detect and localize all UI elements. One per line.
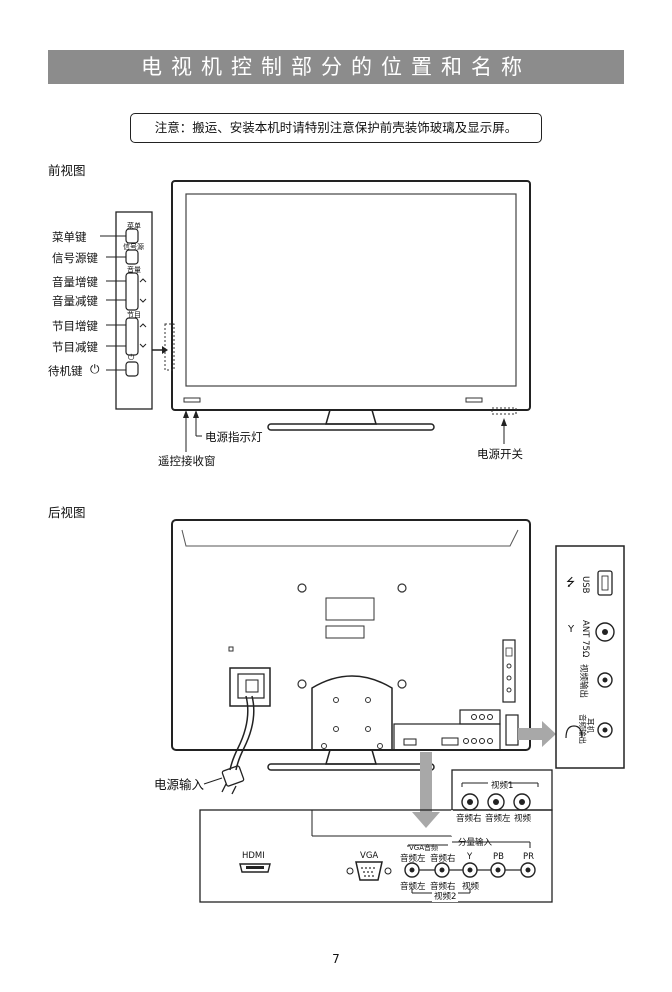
bottom-video-label: 视频: [462, 882, 480, 892]
y-label: Y: [467, 852, 473, 862]
pr-label: PR: [523, 852, 535, 862]
key-menu-label: 菜单键: [52, 230, 87, 244]
key-vol-up-label: 音量增键: [52, 275, 98, 289]
antenna-icon: Y: [568, 624, 575, 635]
component-group-label: 分量输入: [458, 838, 493, 848]
panel-label-program: 节目: [127, 311, 141, 319]
key-ch-up-label: 节目增键: [52, 319, 98, 333]
bottom-audio-l-label: 音频左: [400, 882, 426, 892]
top-audio-l-label: 音频左: [400, 854, 426, 864]
front-view-label: 前视图: [48, 163, 86, 178]
video1-video-label: 视频: [514, 814, 532, 824]
video1-group-label: 视频1: [491, 781, 514, 791]
power-switch-label: 电源开关: [477, 447, 523, 461]
page-title: 电视机控制部分的位置和名称: [48, 50, 624, 84]
audio-out-label: 音频输出: [578, 714, 587, 744]
pb-label: PB: [493, 852, 504, 862]
bottom-audio-r-label: 音频右: [430, 882, 456, 892]
video-out-label: 视频输出: [578, 664, 588, 699]
panel-power-icon: ⏻: [128, 353, 135, 362]
power-indicator-label: 电源指示灯: [205, 430, 263, 444]
key-vol-down-label: 音量减键: [52, 294, 98, 308]
top-audio-r-label: 音频右: [430, 854, 456, 864]
key-source-label: 信号源键: [52, 251, 98, 265]
usb-icon: ⭍: [566, 576, 576, 589]
ant-label: ANT 75Ω: [580, 620, 590, 658]
standby-power-icon: ⏻: [90, 362, 100, 376]
notice-box: 注意：搬运、安装本机时请特别注意保护前壳装饰玻璃及显示屏。: [130, 113, 542, 143]
page-number: 7: [332, 952, 340, 966]
rear-view-label: 后视图: [48, 505, 86, 520]
video1-audio-r-label: 音频右: [456, 814, 482, 824]
vga-audio-label: VGA音频: [409, 844, 439, 852]
remote-receiver-label: 遥控接收窗: [158, 454, 216, 468]
video1-audio-l-label: 音频左: [485, 814, 511, 824]
vga-label: VGA: [360, 851, 379, 861]
key-ch-down-label: 节目减键: [52, 340, 98, 354]
panel-label-source: 信号源: [123, 243, 144, 251]
power-input-label: 电源输入: [154, 777, 205, 792]
usb-label: USB: [580, 576, 590, 594]
panel-label-menu: 菜单: [127, 222, 141, 230]
video2-group-label: 视频2: [432, 890, 459, 902]
hdmi-label: HDMI: [242, 851, 265, 861]
panel-label-volume: 音量: [127, 266, 141, 274]
key-standby-label: 待机键: [48, 364, 83, 378]
